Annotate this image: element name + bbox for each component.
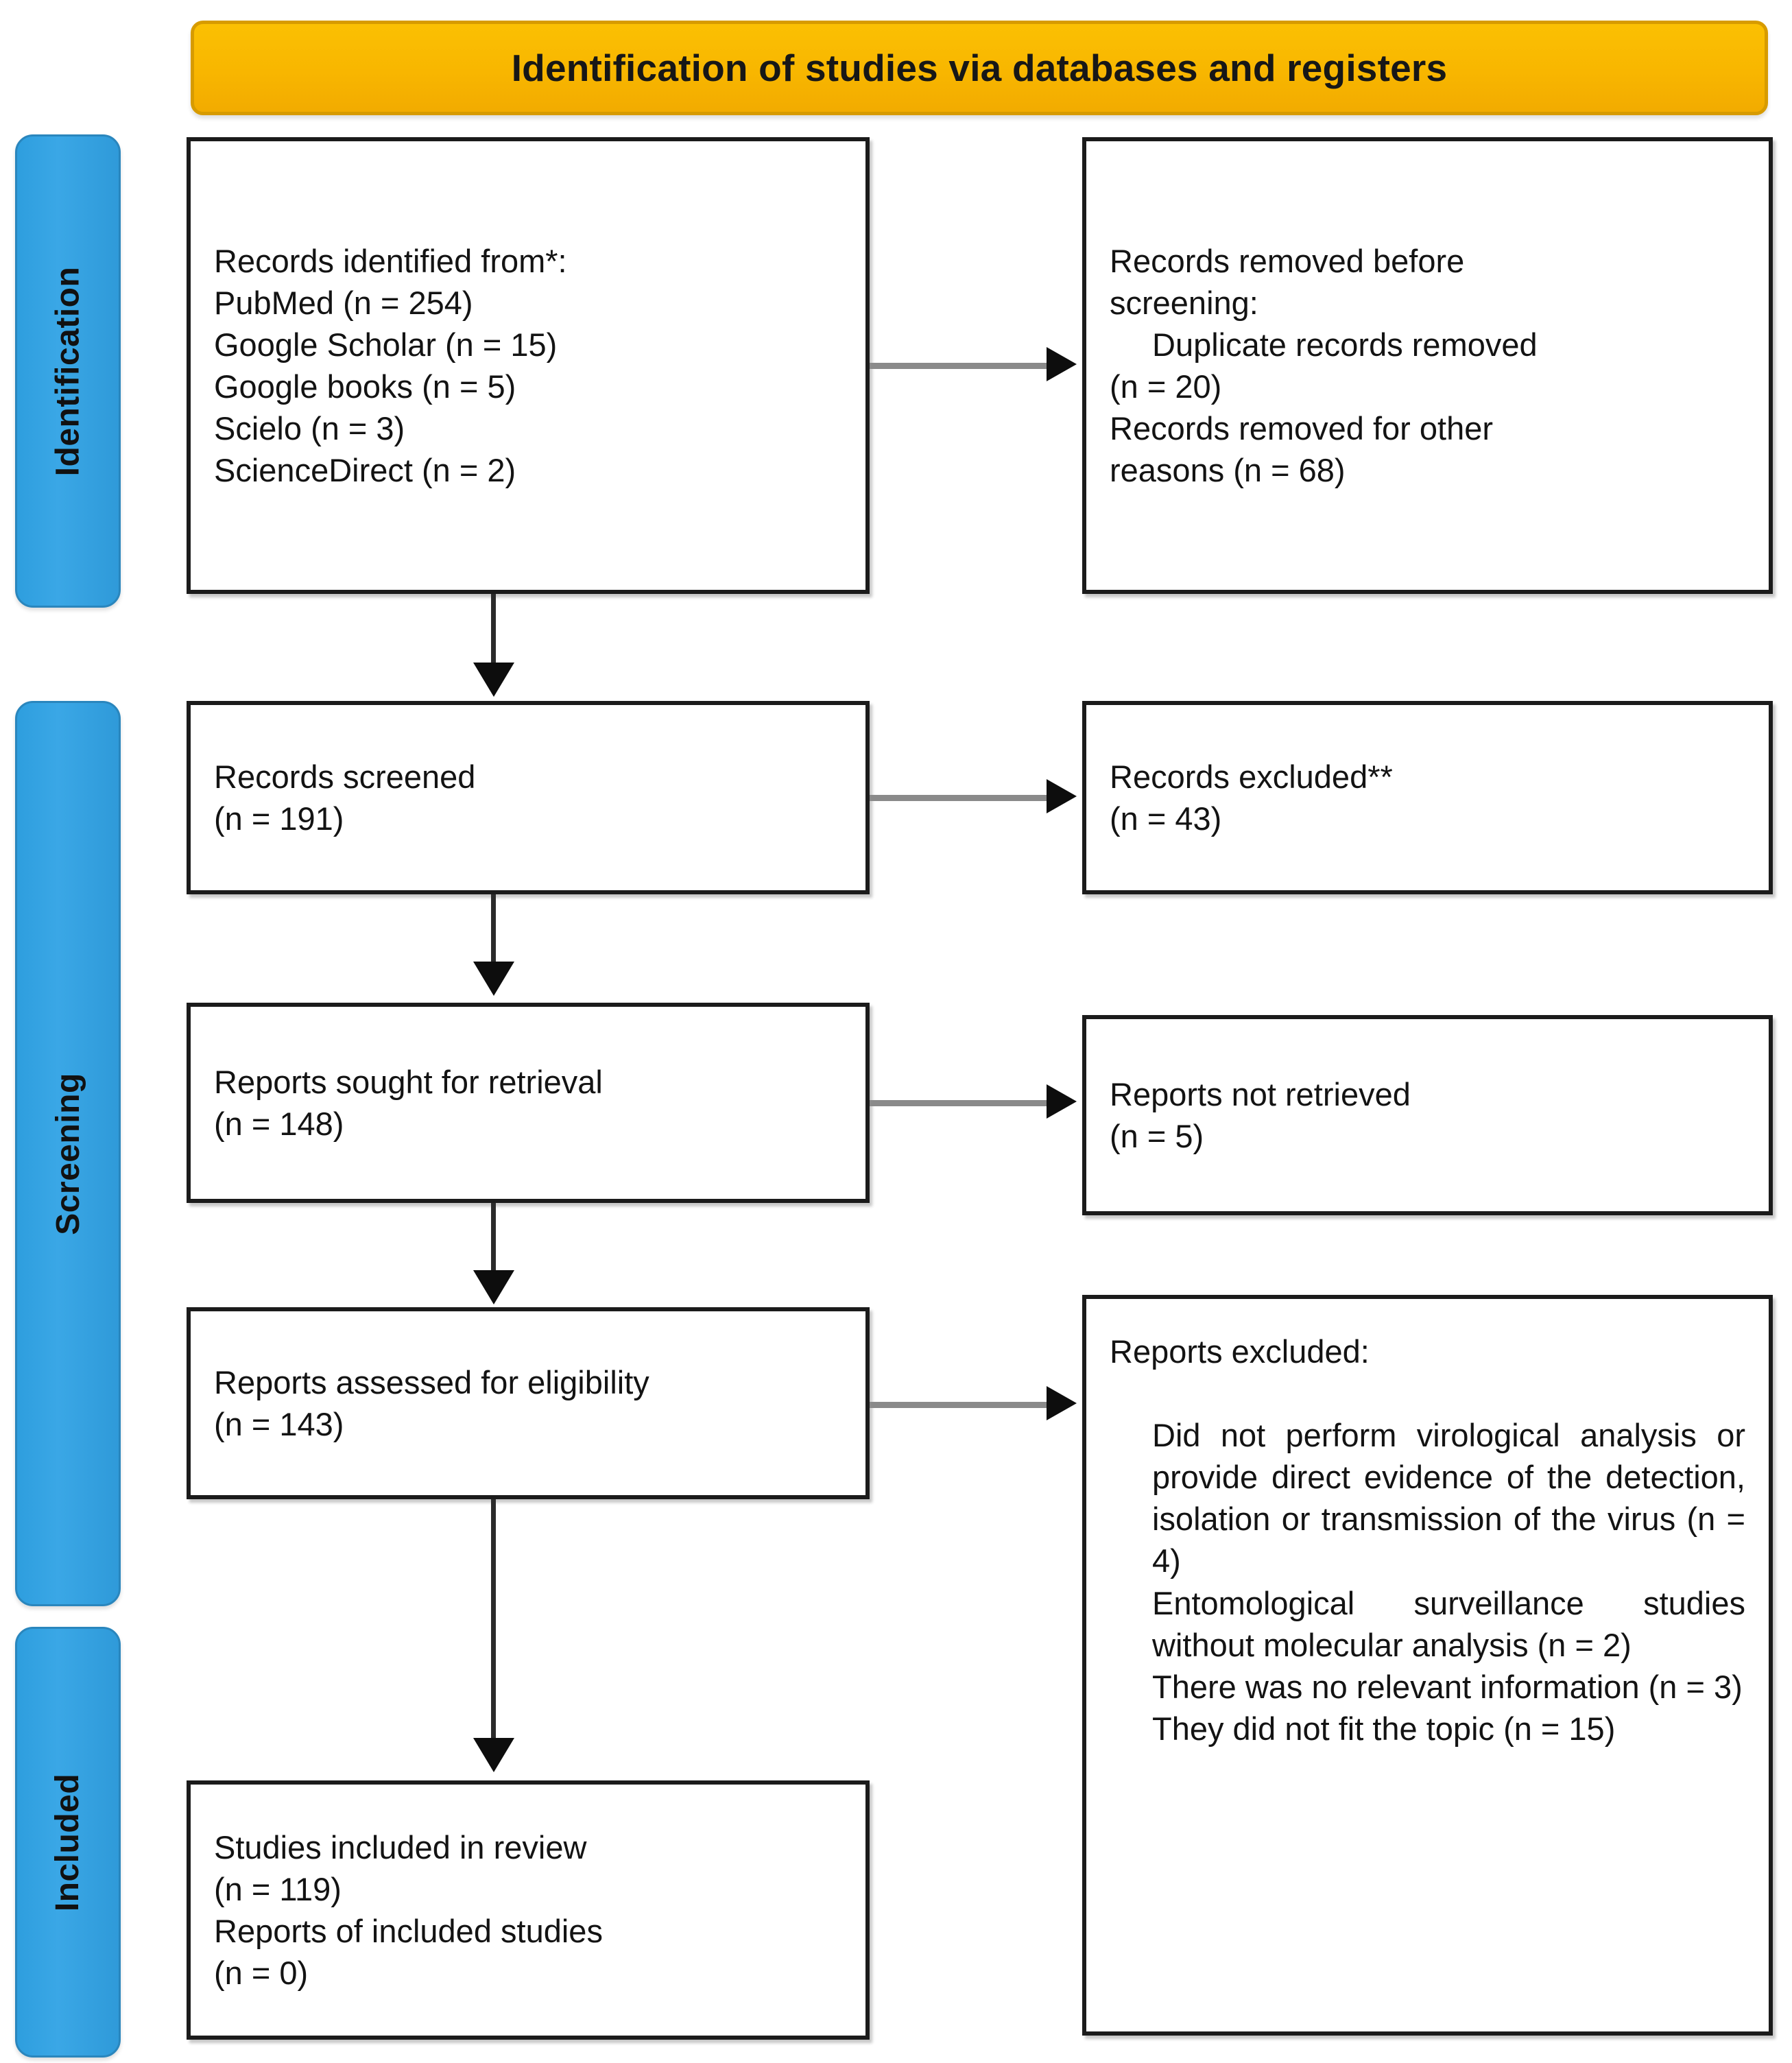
diagram-header-banner: Identification of studies via databases … xyxy=(191,21,1768,115)
arrowhead-down-icon xyxy=(473,1270,514,1304)
banner-title: Identification of studies via databases … xyxy=(511,47,1448,89)
box-line: (n = 148) xyxy=(214,1106,344,1142)
box-line: Records removed for other xyxy=(1110,410,1494,447)
box-line: (n = 143) xyxy=(214,1406,344,1442)
connector-assessed-to-reports-excluded xyxy=(870,1402,1049,1408)
box-line: Records screened xyxy=(214,758,476,795)
stage-tab-identification-label: Identification xyxy=(49,266,86,476)
box-line: PubMed (n = 254) xyxy=(214,284,473,321)
arrowhead-down-icon xyxy=(473,962,514,996)
connector-assessed-to-included xyxy=(491,1499,496,1745)
exclusion-reason: Did not perform virological analysis or … xyxy=(1152,1417,1755,1579)
arrowhead-right-icon xyxy=(1047,1084,1077,1119)
stage-tab-identification: Identification xyxy=(15,134,121,608)
box-line: (n = 20) xyxy=(1110,368,1222,405)
box-line: Reports not retrieved xyxy=(1110,1075,1411,1112)
box-reports-excluded-with-reasons: Reports excluded: Did not perform virolo… xyxy=(1082,1295,1773,2036)
box-line: Reports assessed for eligibility xyxy=(214,1363,649,1400)
connector-sought-to-assessed xyxy=(491,1203,496,1278)
box-line: ScienceDirect (n = 2) xyxy=(214,452,516,489)
arrowhead-right-icon xyxy=(1047,779,1077,813)
box-line: Records identified from*: xyxy=(214,242,567,279)
box-line: Records removed before xyxy=(1110,242,1465,279)
box-line: Records excluded** xyxy=(1110,758,1393,795)
box-line: Duplicate records removed xyxy=(1152,326,1538,363)
box-line: Google Scholar (n = 15) xyxy=(214,326,558,363)
box-records-excluded: Records excluded** (n = 43) xyxy=(1082,701,1773,894)
box-line: Studies included in review xyxy=(214,1828,587,1865)
connector-screened-to-excluded xyxy=(870,795,1049,801)
box-line: Google books (n = 5) xyxy=(214,368,516,405)
box-line: Reports of included studies xyxy=(214,1913,603,1949)
stage-tab-included: Included xyxy=(15,1627,121,2058)
arrowhead-right-icon xyxy=(1047,1386,1077,1420)
stage-tab-screening: Screening xyxy=(15,701,121,1606)
spacer xyxy=(1110,1372,1745,1414)
box-line: (n = 119) xyxy=(214,1870,342,1907)
arrowhead-down-icon xyxy=(473,663,514,697)
box-studies-included-in-review: Studies included in review (n = 119) Rep… xyxy=(187,1780,870,2040)
box-line: Reports sought for retrieval xyxy=(214,1063,603,1100)
exclusion-reason: There was no relevant information (n = 3… xyxy=(1152,1668,1743,1705)
box-line: (n = 191) xyxy=(214,800,344,837)
box-line: (n = 43) xyxy=(1110,800,1222,837)
box-records-identified: Records identified from*: PubMed (n = 25… xyxy=(187,137,870,594)
box-reports-not-retrieved: Reports not retrieved (n = 5) xyxy=(1082,1015,1773,1215)
box-line: screening: xyxy=(1110,284,1258,321)
box-line: reasons (n = 68) xyxy=(1110,452,1346,489)
connector-identified-to-removed xyxy=(870,363,1049,369)
connector-identified-to-screened xyxy=(491,594,496,671)
arrowhead-down-icon xyxy=(473,1738,514,1772)
stage-tab-included-label: Included xyxy=(49,1773,86,1911)
box-records-screened: Records screened (n = 191) xyxy=(187,701,870,894)
connector-sought-to-not-retrieved xyxy=(870,1100,1049,1106)
arrowhead-right-icon xyxy=(1047,347,1077,381)
connector-screened-to-sought xyxy=(491,894,496,970)
box-heading: Reports excluded: xyxy=(1110,1333,1370,1370)
exclusion-reason: They did not fit the topic (n = 15) xyxy=(1152,1710,1616,1747)
box-line: (n = 0) xyxy=(214,1955,309,1992)
stage-tab-screening-label: Screening xyxy=(49,1072,86,1235)
box-line: Scielo (n = 3) xyxy=(214,410,405,447)
box-records-removed-before-screening: Records removed before screening: Duplic… xyxy=(1082,137,1773,594)
box-reports-assessed-for-eligibility: Reports assessed for eligibility (n = 14… xyxy=(187,1307,870,1499)
box-reports-sought-for-retrieval: Reports sought for retrieval (n = 148) xyxy=(187,1003,870,1203)
box-line: (n = 5) xyxy=(1110,1118,1204,1154)
exclusion-reason: Entomological surveillance studies witho… xyxy=(1152,1584,1755,1663)
